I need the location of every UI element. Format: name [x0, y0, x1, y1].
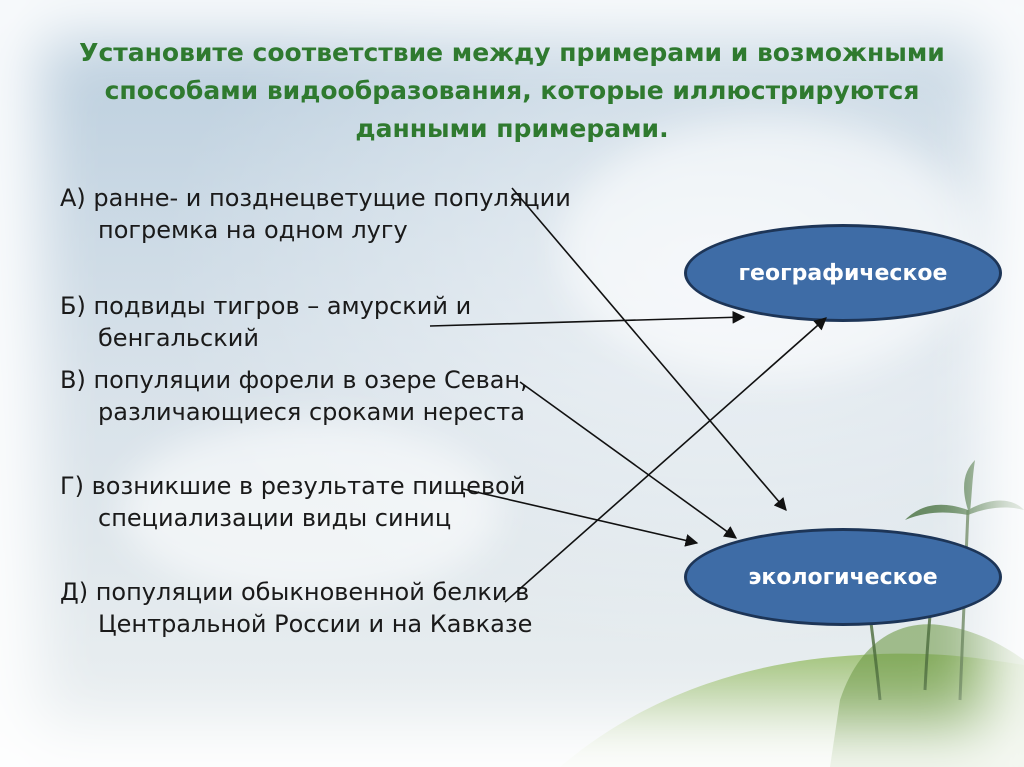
- example-e: Д) популяции обыкновенной белки в Центра…: [60, 578, 533, 638]
- cloud: [120, 420, 500, 600]
- target-geographic: географическое: [684, 224, 1002, 322]
- example-a: А) ранне- и позднецветущие популяции пог…: [60, 184, 571, 244]
- example-b: Б) подвиды тигров – амурский и бенгальск…: [60, 292, 472, 352]
- arrow-a-to-ecological: [511, 187, 787, 511]
- arrow-e-to-geographic: [504, 317, 827, 603]
- target-ecological: экологическое: [684, 528, 1002, 626]
- task-title: Установите соответствие между примерами …: [79, 38, 945, 143]
- example-d: Г) возникшие в результате пищевой специа…: [60, 472, 526, 532]
- arrow-b-to-geographic: [429, 310, 746, 327]
- arrow-d-to-ecological: [462, 488, 699, 547]
- example-c: В) популяции форели в озере Севан, разли…: [60, 366, 528, 426]
- arrow-c-to-ecological: [519, 381, 738, 539]
